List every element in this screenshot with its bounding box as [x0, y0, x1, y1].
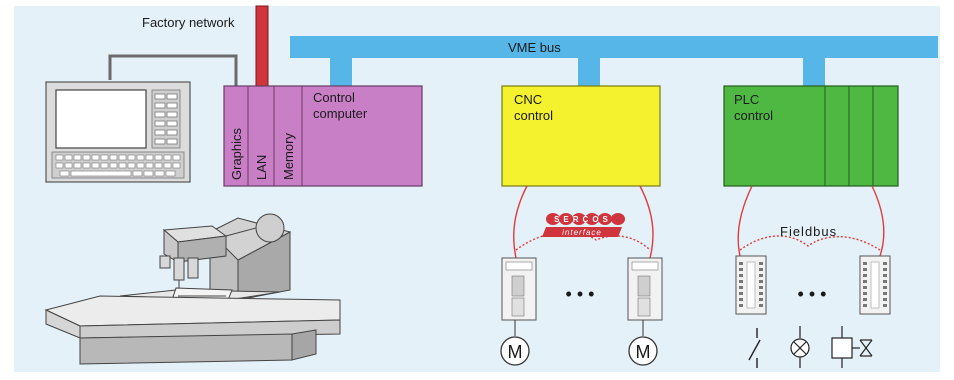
terminal-icon	[45, 81, 191, 183]
io-module-icon	[735, 255, 767, 315]
lan-label: LAN	[254, 155, 269, 180]
plc-label-2: control	[734, 108, 773, 123]
motor-icon: M	[500, 336, 530, 366]
motor-label: M	[508, 342, 523, 362]
servo-drive-icon	[627, 257, 663, 321]
graphics-label: Graphics	[229, 127, 244, 180]
vme-bus-label: VME bus	[508, 40, 561, 55]
lamp-icon	[790, 326, 810, 368]
sercos-word: SERCOS	[554, 215, 612, 224]
sercos-logo: SERCOS interface	[542, 213, 625, 237]
vme-bus	[290, 36, 938, 88]
drives-ellipsis: • • •	[566, 284, 595, 304]
motor-label: M	[636, 342, 651, 362]
terminal-cable	[108, 54, 238, 88]
control-computer	[223, 85, 423, 187]
memory-label: Memory	[281, 133, 296, 180]
plc-label-1: PLC	[734, 92, 759, 107]
cnc-control-box	[501, 85, 661, 187]
motor-icon: M	[628, 336, 658, 366]
cnc-label-2: control	[514, 108, 553, 123]
factory-network-cable	[255, 5, 269, 89]
cnc-label-1: CNC	[514, 92, 542, 107]
servo-drive-icon	[501, 257, 537, 321]
sercos-connection	[513, 185, 654, 259]
milling-machine-icon	[44, 213, 341, 365]
plc-control-box	[723, 85, 899, 187]
factory-network-label: Factory network	[142, 15, 235, 30]
sercos-interface-label: interface	[562, 228, 602, 237]
fieldbus-label: Fieldbus	[780, 224, 837, 239]
fieldbus-connection	[737, 185, 885, 257]
switch-icon	[748, 328, 761, 368]
io-module-icon	[859, 255, 891, 315]
control-computer-label-1: Control	[313, 90, 355, 105]
valve-icon	[831, 326, 873, 368]
control-computer-label-2: computer	[313, 106, 368, 121]
io-ellipsis: • • •	[798, 284, 827, 304]
